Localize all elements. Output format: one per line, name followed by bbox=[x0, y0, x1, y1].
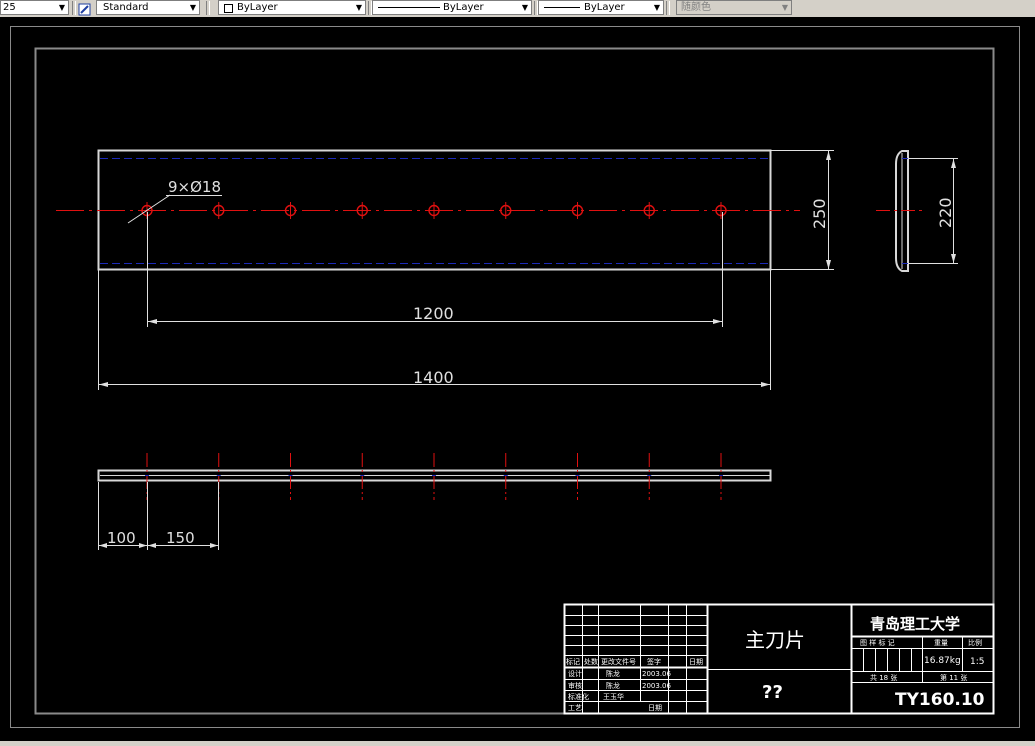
dim-100-text: 100 bbox=[107, 529, 136, 547]
hole-note-text: 9×Ø18 bbox=[168, 178, 221, 196]
dim-250-text: 250 bbox=[810, 198, 829, 229]
lineweight-sample-line bbox=[544, 7, 580, 8]
dim-250-arrow-bottom bbox=[826, 260, 831, 269]
textstyle-icon[interactable] bbox=[78, 1, 92, 16]
title-block-border bbox=[563, 603, 995, 715]
title-block bbox=[563, 603, 995, 715]
tb-date-label: 日期 bbox=[648, 704, 662, 712]
drawing-canvas[interactable]: 9×Ø18 250 220 1200 bbox=[0, 17, 1035, 741]
outer-frame bbox=[10, 26, 1020, 728]
chevron-down-icon[interactable]: ▼ bbox=[521, 3, 528, 12]
dim-150-arrow-right bbox=[210, 543, 218, 548]
dim-150-arrow-left bbox=[148, 543, 156, 548]
properties-toolbar: 25 ▼ Standard ▼ ByLayer ▼ ByLayer ▼ ByLa… bbox=[0, 0, 1035, 18]
dim-1200-text: 1200 bbox=[413, 304, 454, 323]
textstyle-icon-graphic bbox=[78, 3, 91, 16]
tb-scale: 1:5 bbox=[970, 657, 984, 667]
tb-craft-label: 工艺 bbox=[568, 704, 582, 712]
linetype-sample-line bbox=[378, 7, 440, 8]
dim-1400-arrow-right bbox=[761, 382, 770, 387]
tb-sheet: 第 11 张 bbox=[940, 673, 967, 682]
chevron-down-icon[interactable]: ▼ bbox=[58, 3, 65, 12]
tb-check-name: 陈龙 bbox=[606, 681, 620, 690]
tb-header-docno: 更改文件号 bbox=[601, 657, 636, 666]
chevron-down-icon[interactable]: ▼ bbox=[355, 3, 362, 12]
lineweight-value: ByLayer bbox=[584, 2, 625, 13]
inner-frame bbox=[34, 47, 995, 715]
dimscale-dropdown[interactable]: 25 ▼ bbox=[0, 0, 69, 15]
chevron-down-icon[interactable]: ▼ bbox=[189, 3, 196, 12]
dim-250-arrow-top bbox=[826, 151, 831, 160]
chevron-down-icon[interactable]: ▼ bbox=[653, 3, 660, 12]
toolbar-separator bbox=[368, 1, 372, 15]
tb-header-date: 日期 bbox=[689, 658, 703, 666]
tb-check-label: 审核 bbox=[568, 681, 582, 690]
dim-1400-arrow-left bbox=[99, 382, 108, 387]
dim-1400-text: 1400 bbox=[413, 368, 454, 387]
layer-color-dropdown[interactable]: ByLayer ▼ bbox=[218, 0, 366, 15]
hole-note-leader bbox=[127, 194, 171, 224]
linetype-value: ByLayer bbox=[443, 2, 484, 13]
color-swatch-icon bbox=[224, 4, 233, 13]
tb-design-label: 设计 bbox=[568, 669, 582, 678]
toolbar-separator bbox=[72, 1, 76, 15]
tb-header-sign: 签字 bbox=[647, 657, 661, 666]
dim-100-arrow-left bbox=[99, 543, 107, 548]
tb-weight-label: 重量 bbox=[934, 639, 948, 647]
dim-1200-arrow-right bbox=[713, 319, 722, 324]
tb-school: 青岛理工大学 bbox=[870, 615, 960, 633]
toolbar-separator bbox=[666, 1, 670, 15]
dim-220-arrow-bottom bbox=[951, 254, 956, 263]
toolbar-separator bbox=[534, 1, 538, 15]
tb-stage-label: 图 样 标 记 bbox=[860, 638, 895, 647]
textstyle-dropdown[interactable]: Standard ▼ bbox=[96, 0, 200, 15]
tb-check-date: 2003.06 bbox=[642, 682, 671, 690]
dim-1200-arrow-left bbox=[148, 319, 157, 324]
dim-100-arrow-right bbox=[139, 543, 147, 548]
layer-color-value: ByLayer bbox=[237, 2, 278, 13]
tb-part-name: 主刀片 bbox=[745, 628, 805, 652]
tb-design-name: 陈龙 bbox=[606, 669, 620, 678]
dim-220-text: 220 bbox=[936, 197, 955, 228]
tb-material-mark: ?? bbox=[762, 682, 783, 703]
tb-std-name: 王玉华 bbox=[603, 692, 624, 701]
textstyle-value: Standard bbox=[103, 2, 149, 13]
toolbar-separator bbox=[206, 1, 210, 15]
tb-design-date: 2003.06 bbox=[642, 670, 671, 678]
tb-total: 共 18 张 bbox=[870, 673, 897, 682]
dimscale-value: 25 bbox=[3, 2, 16, 13]
dim-220-arrow-top bbox=[951, 159, 956, 168]
linetype-dropdown[interactable]: ByLayer ▼ bbox=[372, 0, 532, 15]
plotstyle-dropdown: 随颜色 ▼ bbox=[676, 0, 792, 15]
lineweight-dropdown[interactable]: ByLayer ▼ bbox=[538, 0, 664, 15]
side-view-outline bbox=[895, 150, 909, 272]
tb-std-label: 标准化 bbox=[568, 692, 589, 701]
dim-150-text: 150 bbox=[166, 529, 195, 547]
tb-header-count: 处数 bbox=[584, 657, 598, 666]
tb-drawing-no: TY160.10 bbox=[895, 690, 985, 710]
plotstyle-value: 随颜色 bbox=[681, 2, 711, 13]
tb-header-mark: 标记 bbox=[566, 657, 580, 666]
chevron-down-icon: ▼ bbox=[781, 3, 788, 12]
top-holes bbox=[145, 453, 723, 500]
front-holes bbox=[141, 202, 727, 219]
drawing-svg: 9×Ø18 250 220 1200 bbox=[10, 26, 1020, 728]
tb-weight: 16.87kg bbox=[924, 656, 961, 666]
tb-scale-label: 比例 bbox=[968, 638, 982, 647]
command-line-bar[interactable] bbox=[0, 741, 1035, 746]
